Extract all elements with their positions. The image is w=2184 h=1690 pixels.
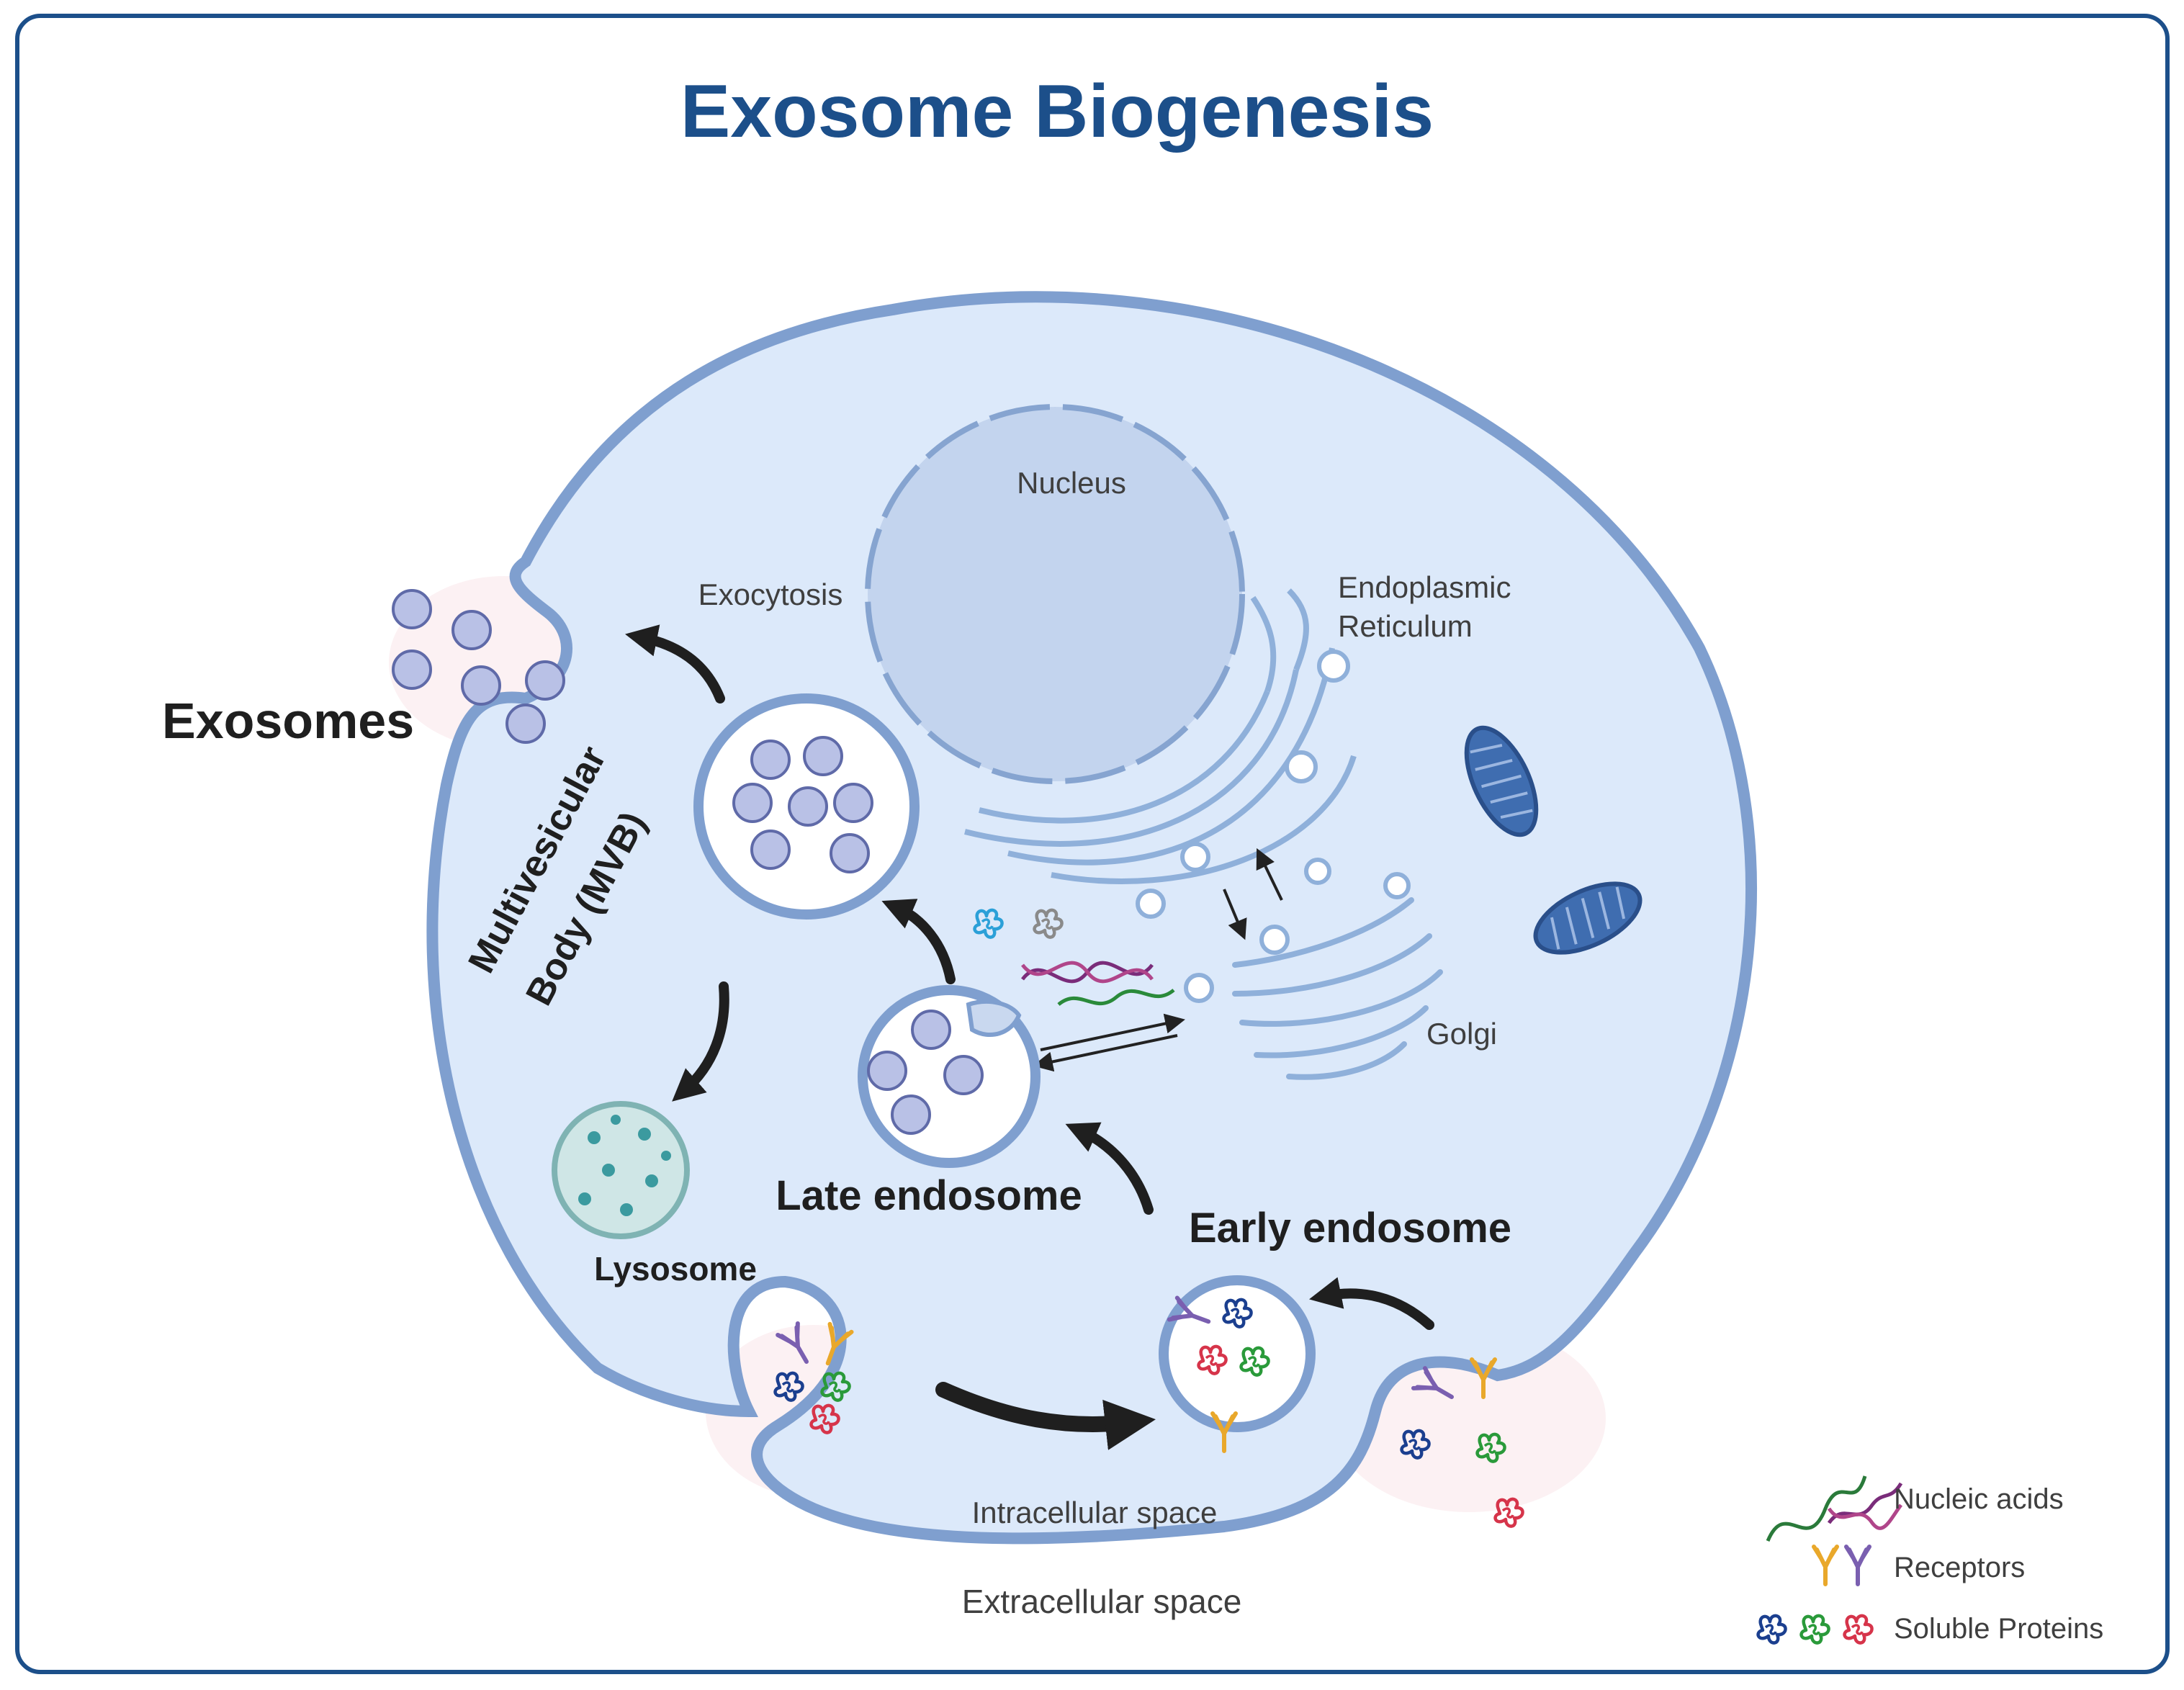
legend-receptors: Receptors bbox=[1894, 1552, 2025, 1583]
golgi bbox=[1232, 897, 1443, 1080]
dna-icon bbox=[1021, 961, 1175, 1006]
endosome-to-golgi-arrow bbox=[1040, 1013, 1185, 1051]
intracellular-label: Intracellular space bbox=[972, 1496, 1218, 1529]
arrow-icon bbox=[1309, 1277, 1434, 1330]
extracellular-label: Extracellular space bbox=[962, 1583, 1242, 1620]
nucleus-label: Nucleus bbox=[1017, 466, 1126, 500]
cytoplasmic-cargo bbox=[975, 910, 1175, 1006]
golgi-label: Golgi bbox=[1426, 1017, 1497, 1051]
legend-nucleic-acids: Nucleic acids bbox=[1894, 1483, 2064, 1515]
mitochondrion-icon bbox=[1464, 725, 1539, 837]
exosomes-label: Exosomes bbox=[162, 693, 414, 749]
er-label-line1: Endoplasmic bbox=[1338, 570, 1511, 604]
cell-membrane bbox=[426, 291, 1757, 1545]
arrow-icon bbox=[935, 1382, 1156, 1450]
lysosome bbox=[552, 1101, 690, 1239]
multivesicular-body bbox=[693, 693, 920, 920]
pathway-arrows bbox=[625, 624, 1434, 1450]
exocytosis-label: Exocytosis bbox=[698, 577, 843, 611]
arrow-icon bbox=[881, 899, 956, 984]
arrow-icon bbox=[625, 624, 725, 704]
golgi-to-er-arrow bbox=[1256, 848, 1283, 901]
lysosome-label: Lysosome bbox=[594, 1250, 757, 1287]
mitochondrion-icon bbox=[1533, 881, 1643, 955]
er-to-golgi-arrow bbox=[1223, 889, 1247, 940]
endoplasmic-reticulum bbox=[964, 588, 1357, 884]
early-endosome-label: Early endosome bbox=[1189, 1205, 1511, 1251]
nucleus bbox=[865, 404, 1245, 784]
arrow-icon bbox=[672, 981, 729, 1102]
late-endosome-label: Late endosome bbox=[776, 1172, 1082, 1219]
legend: Nucleic acids Receptors Soluble Proteins bbox=[1758, 1475, 2103, 1645]
diagram-title: Exosome Biogenesis bbox=[680, 70, 1434, 153]
golgi-to-endosome-arrow bbox=[1033, 1034, 1178, 1072]
late-endosome bbox=[858, 985, 1041, 1168]
arrow-icon bbox=[1065, 1122, 1154, 1215]
nucleic-acids-icon bbox=[1766, 1475, 1903, 1542]
er-label-line2: Reticulum bbox=[1338, 609, 1473, 643]
early-endosome bbox=[1159, 1275, 1316, 1451]
legend-soluble-proteins: Soluble Proteins bbox=[1894, 1613, 2103, 1645]
